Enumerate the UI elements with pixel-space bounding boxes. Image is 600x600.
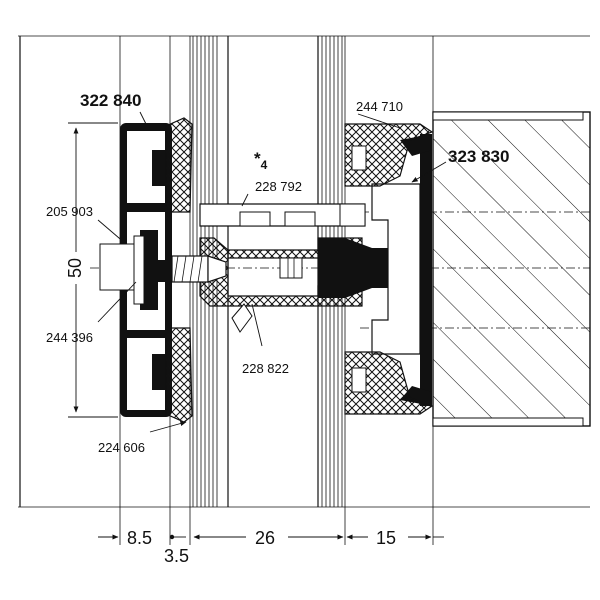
wall-section bbox=[432, 111, 591, 427]
label-profile-322840: 322 840 bbox=[80, 91, 141, 110]
label-gasket-224606: 224 606 bbox=[98, 440, 145, 455]
label-gasket-244710: 244 710 bbox=[356, 99, 403, 114]
label-screw-205903: 205 903 bbox=[46, 204, 93, 219]
dim-height-label: 50 bbox=[65, 258, 85, 278]
dim-15-label: 15 bbox=[376, 528, 396, 548]
gasket-left-bottom bbox=[165, 327, 193, 423]
gasket-right-bottom bbox=[344, 351, 434, 415]
dim-26-label: 26 bbox=[255, 528, 275, 548]
label-profile-323830: 323 830 bbox=[448, 147, 509, 166]
insert-228792 bbox=[199, 203, 366, 227]
label-pad-244396: 244 396 bbox=[46, 330, 93, 345]
screw-205903 bbox=[99, 243, 303, 291]
gasket-left-top bbox=[165, 117, 193, 213]
gasket-right-top bbox=[344, 123, 434, 187]
dim-8-5-label: 8.5 bbox=[127, 528, 152, 548]
note-star-symbol: * bbox=[254, 149, 261, 168]
dimension-height bbox=[66, 122, 118, 418]
leader-lines bbox=[97, 111, 447, 433]
note-star-subscript: 4 bbox=[261, 158, 268, 172]
label-insert-228822: 228 822 bbox=[242, 361, 289, 376]
dim-3-5-label: 3.5 bbox=[164, 546, 189, 566]
dimension-chain bbox=[98, 534, 444, 540]
label-insert-228792: 228 792 bbox=[255, 179, 302, 194]
label-note-star: *4 bbox=[254, 149, 268, 172]
